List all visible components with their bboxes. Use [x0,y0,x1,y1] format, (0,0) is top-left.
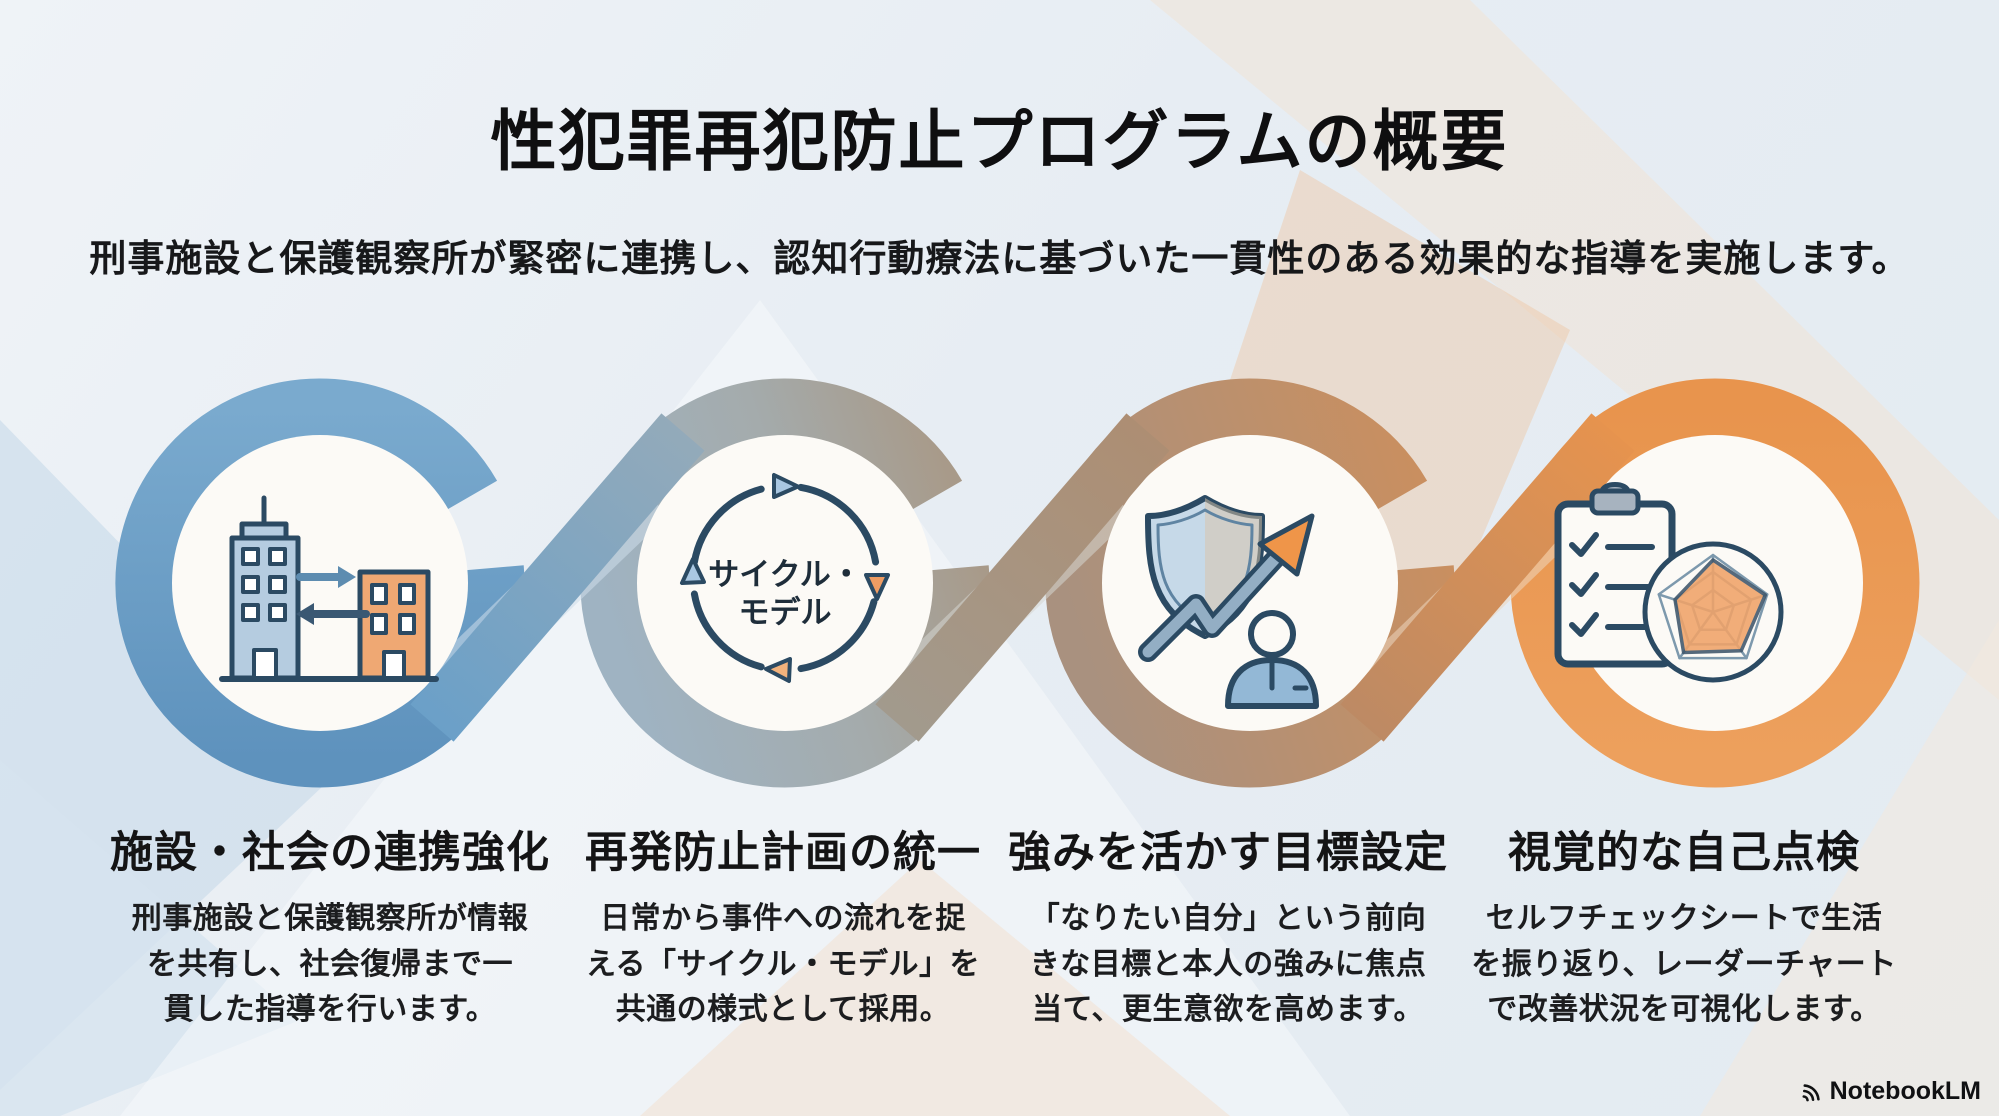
cycle-model-label-line2: モデル [739,595,832,630]
step-column-1: 施設・社会の連携強化 刑事施設と保護観察所が情報 を共有し、社会復帰まで一 貫し… [110,818,550,1033]
step-column-3: 強みを活かす目標設定 「なりたい自分」という前向 きな目標と本人の強みに焦点 当… [1008,818,1448,1033]
chain-overpass-bands [410,413,1635,742]
step-1-description: 刑事施設と保護観察所が情報 を共有し、社会復帰まで一 貫した指導を行います。 [131,902,529,1027]
step-4-description: セルフチェックシートで生活 を振り返り、レーダーチャート で改善状況を可視化しま… [1471,902,1897,1027]
shield-growth-person-icon [1138,495,1319,709]
watermark-brand: NotebookLM [1829,1077,1981,1105]
step-4-heading: 視覚的な自己点検 [1508,829,1860,877]
buildings-exchange-icon [219,495,439,682]
ring-4 [1510,378,1920,788]
step-column-4: 視覚的な自己点検 セルフチェックシートで生活 を振り返り、レーダーチャート で改… [1464,818,1904,1033]
watermark: NotebookLM [1797,1077,1981,1106]
notebooklm-logo-icon [1802,1083,1820,1101]
step-2-description: 日常から事件への流れを捉 える「サイクル・モデル」を 共通の様式として採用。 [585,902,981,1027]
cycle-arrows-icon: サイクル・ モデル [680,473,890,683]
step-1-heading: 施設・社会の連携強化 [110,829,550,877]
cycle-model-label-line1: サイクル・ [708,557,861,592]
step-3-description: 「なりたい自分」という前向 きな目標と本人の強みに焦点 当て、更生意欲を高めます… [1029,902,1427,1027]
step-3-heading: 強みを活かす目標設定 [1008,829,1448,877]
page-subtitle: 刑事施設と保護観察所が緊密に連携し、認知行動療法に基づいた一貫性のある効果的な指… [89,238,1910,279]
step-column-2: 再発防止計画の統一 日常から事件への流れを捉 える「サイクル・モデル」を 共通の… [563,818,1003,1033]
step-2-heading: 再発防止計画の統一 [585,829,981,877]
clipboard-radar-chart-icon [1554,482,1784,683]
page-title: 性犯罪再犯防止プログラムの概要 [490,104,1509,178]
